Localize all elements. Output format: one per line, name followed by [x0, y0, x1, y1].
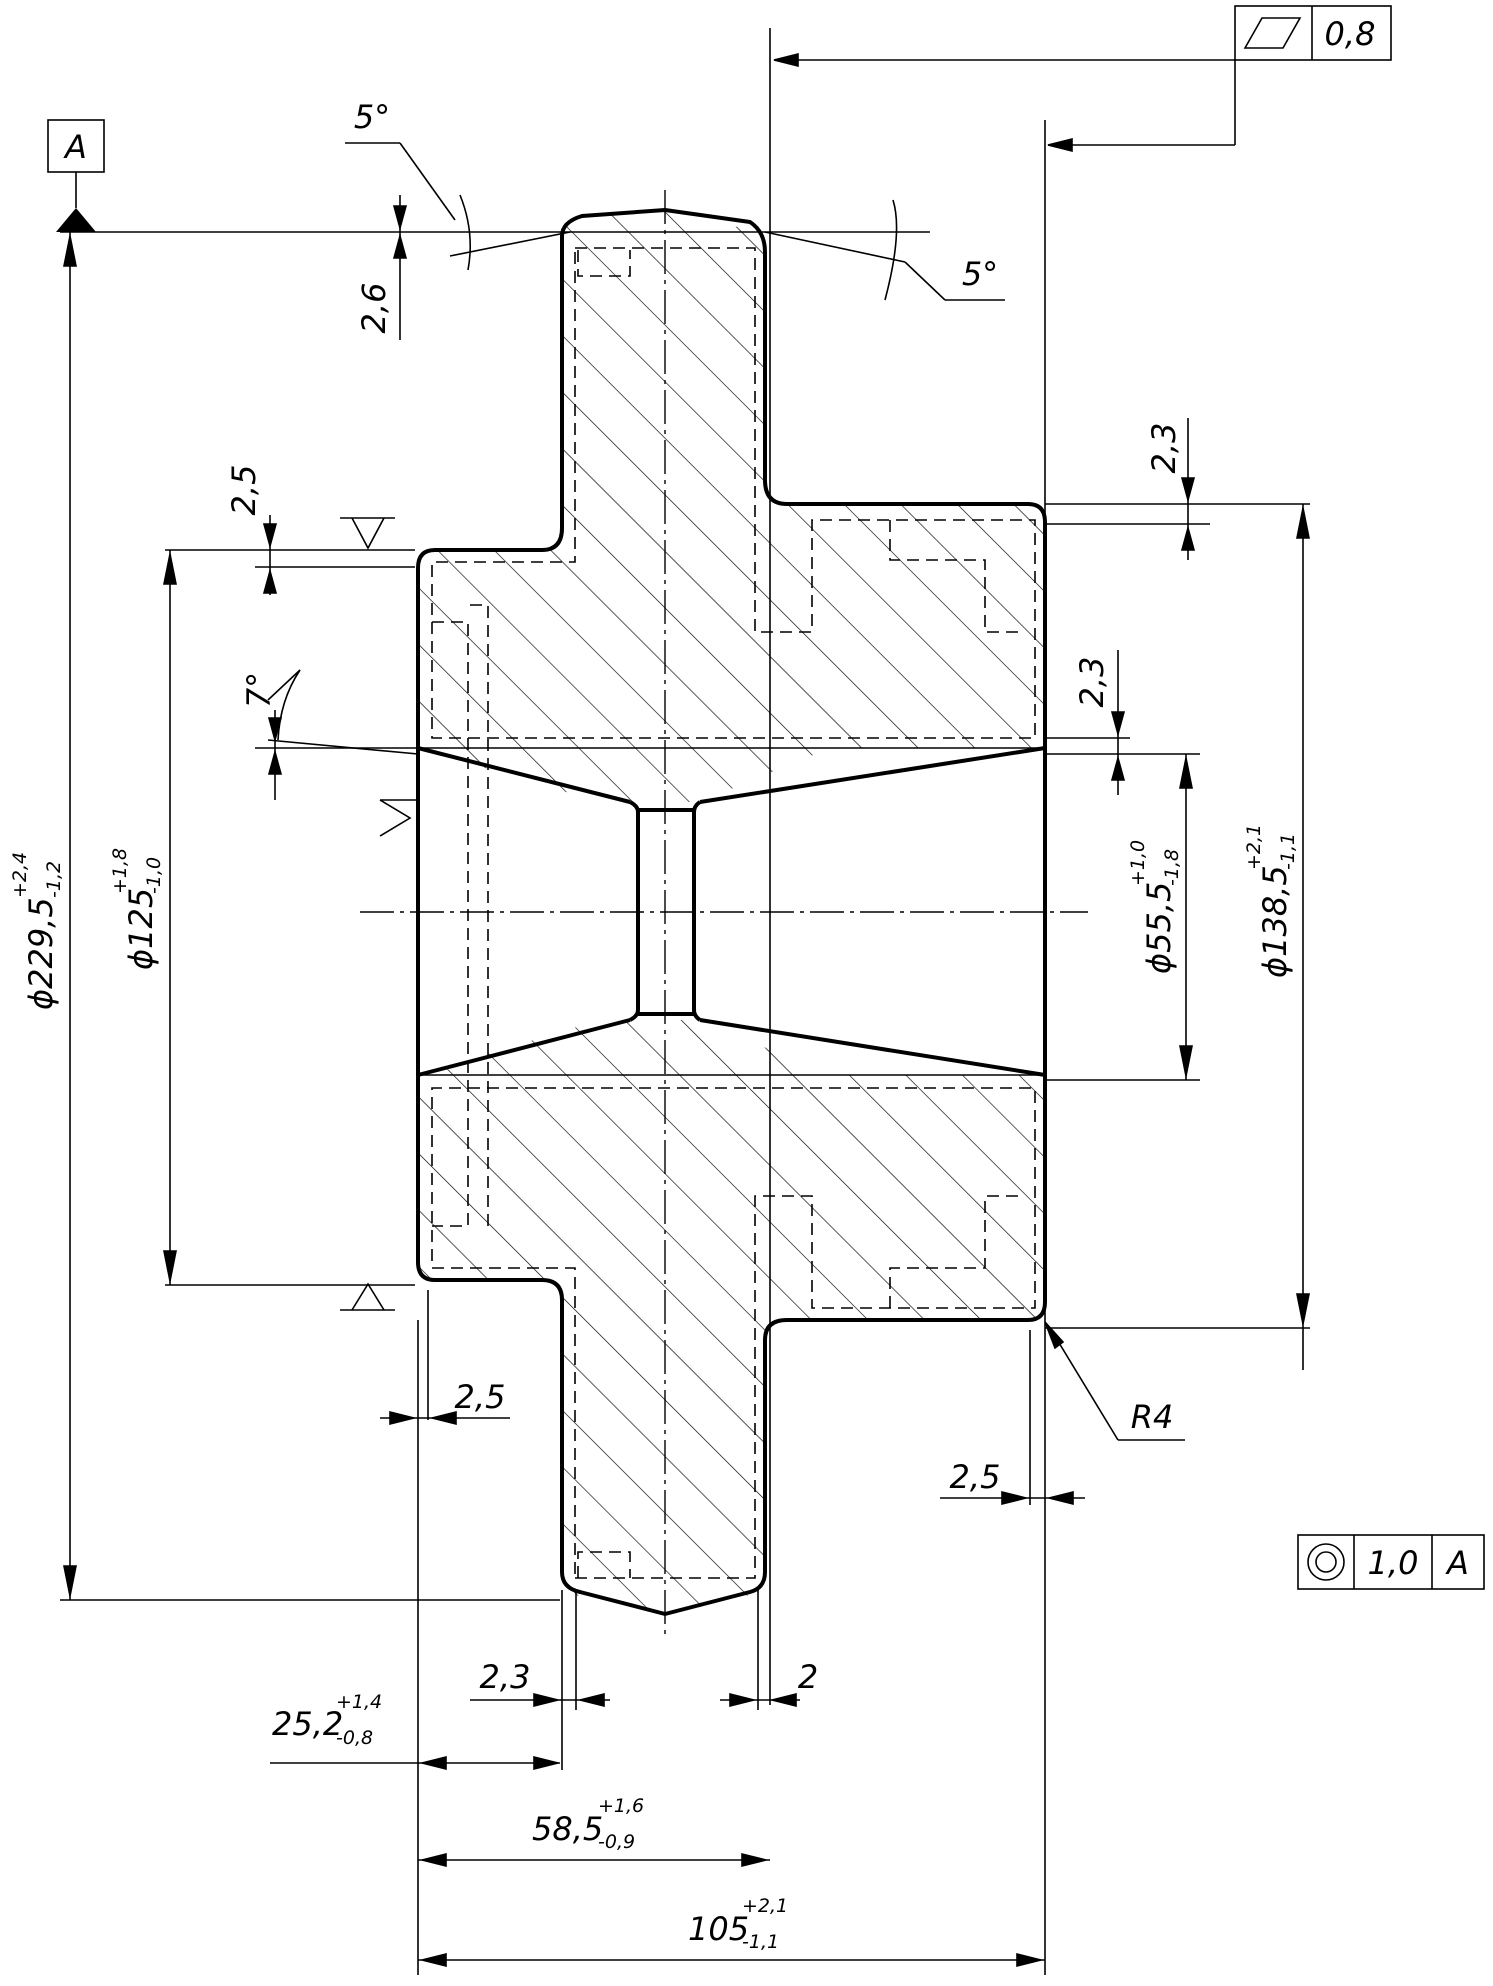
dim-58-5-lower: -0,9 [598, 1831, 635, 1853]
dim-phi-55-value: ϕ55,5 [1140, 882, 1178, 974]
dim-25-2-upper: +1,4 [336, 1691, 382, 1713]
surface-marks [340, 517, 418, 1311]
dim-25-2-lower: -0,8 [336, 1727, 373, 1749]
concentricity-datum: A [1445, 1544, 1469, 1582]
flatness-value: 0,8 [1325, 15, 1376, 53]
dim-phi-125: ϕ125 +1,8 -1,0 [109, 848, 165, 970]
dim-phi-229-lower: -1,2 [43, 861, 65, 898]
dim-25-2: 25,2 +1,4 -0,8 [272, 1691, 382, 1749]
dim-phi-138-upper: +2,1 [1243, 824, 1265, 870]
dim-2-5-bottom-right: 2,5 [950, 1458, 1001, 1496]
dim-radius: R4 [1131, 1398, 1174, 1436]
angle-bore-taper: 7° [240, 672, 278, 708]
datum-label: A [63, 128, 87, 166]
dim-105-lower: -1,1 [742, 1931, 779, 1953]
dim-phi-229-value: ϕ229,5 [22, 897, 60, 1010]
flatness-frame: 0,8 [1234, 5, 1392, 61]
dim-2-bottom: 2 [798, 1658, 818, 1696]
finished-part-dashed [431, 247, 1036, 1579]
datum-a-marker: A [47, 119, 105, 232]
dimension-lines [63, 52, 1310, 1968]
flatness-icon [1243, 17, 1302, 49]
dim-2-3-mid: 2,3 [1073, 657, 1111, 708]
angle-top-left: 5° [354, 98, 390, 136]
concentricity-frame: 1,0 A [1297, 1534, 1485, 1590]
concentricity-icon [1307, 1543, 1345, 1581]
dim-phi-55: ϕ55,5 +1,0 -1,8 [1127, 840, 1183, 974]
dim-2-5-left: 2,5 [225, 465, 263, 516]
dim-phi-125-value: ϕ125 [122, 888, 160, 970]
dim-phi-229-upper: +2,4 [9, 852, 31, 898]
dim-phi-55-upper: +1,0 [1127, 840, 1149, 886]
extension-lines [60, 28, 1310, 1975]
dim-phi-55-lower: -1,8 [1161, 849, 1183, 886]
dim-phi-125-upper: +1,8 [109, 848, 131, 894]
dim-58-5-upper: +1,6 [598, 1795, 644, 1817]
dim-105-value: 105 [688, 1910, 749, 1948]
dim-105-upper: +2,1 [742, 1895, 788, 1917]
dim-phi-125-lower: -1,0 [143, 857, 165, 894]
bore-outline [417, 746, 1046, 1077]
dim-2-3-bottom: 2,3 [480, 1658, 531, 1696]
concentricity-value: 1,0 [1368, 1544, 1419, 1582]
dim-58-5: 58,5 +1,6 -0,9 [532, 1795, 644, 1853]
angle-top-right: 5° [962, 255, 998, 293]
dim-phi-229: ϕ229,5 +2,4 -1,2 [9, 852, 65, 1010]
dim-2-5-bottom-left: 2,5 [455, 1378, 506, 1416]
dim-2-6: 2,6 [355, 283, 393, 334]
dim-phi-138: ϕ138,5 +2,1 -1,1 [1243, 824, 1299, 978]
dim-58-5-value: 58,5 [532, 1810, 603, 1848]
dim-2-3-top: 2,3 [1145, 423, 1183, 474]
angle-arcs [267, 194, 906, 755]
dim-105: 105 +2,1 -1,1 [688, 1895, 788, 1953]
dim-phi-138-lower: -1,1 [1277, 833, 1299, 870]
dim-25-2-value: 25,2 [272, 1705, 343, 1743]
dim-phi-138-value: ϕ138,5 [1256, 865, 1294, 978]
